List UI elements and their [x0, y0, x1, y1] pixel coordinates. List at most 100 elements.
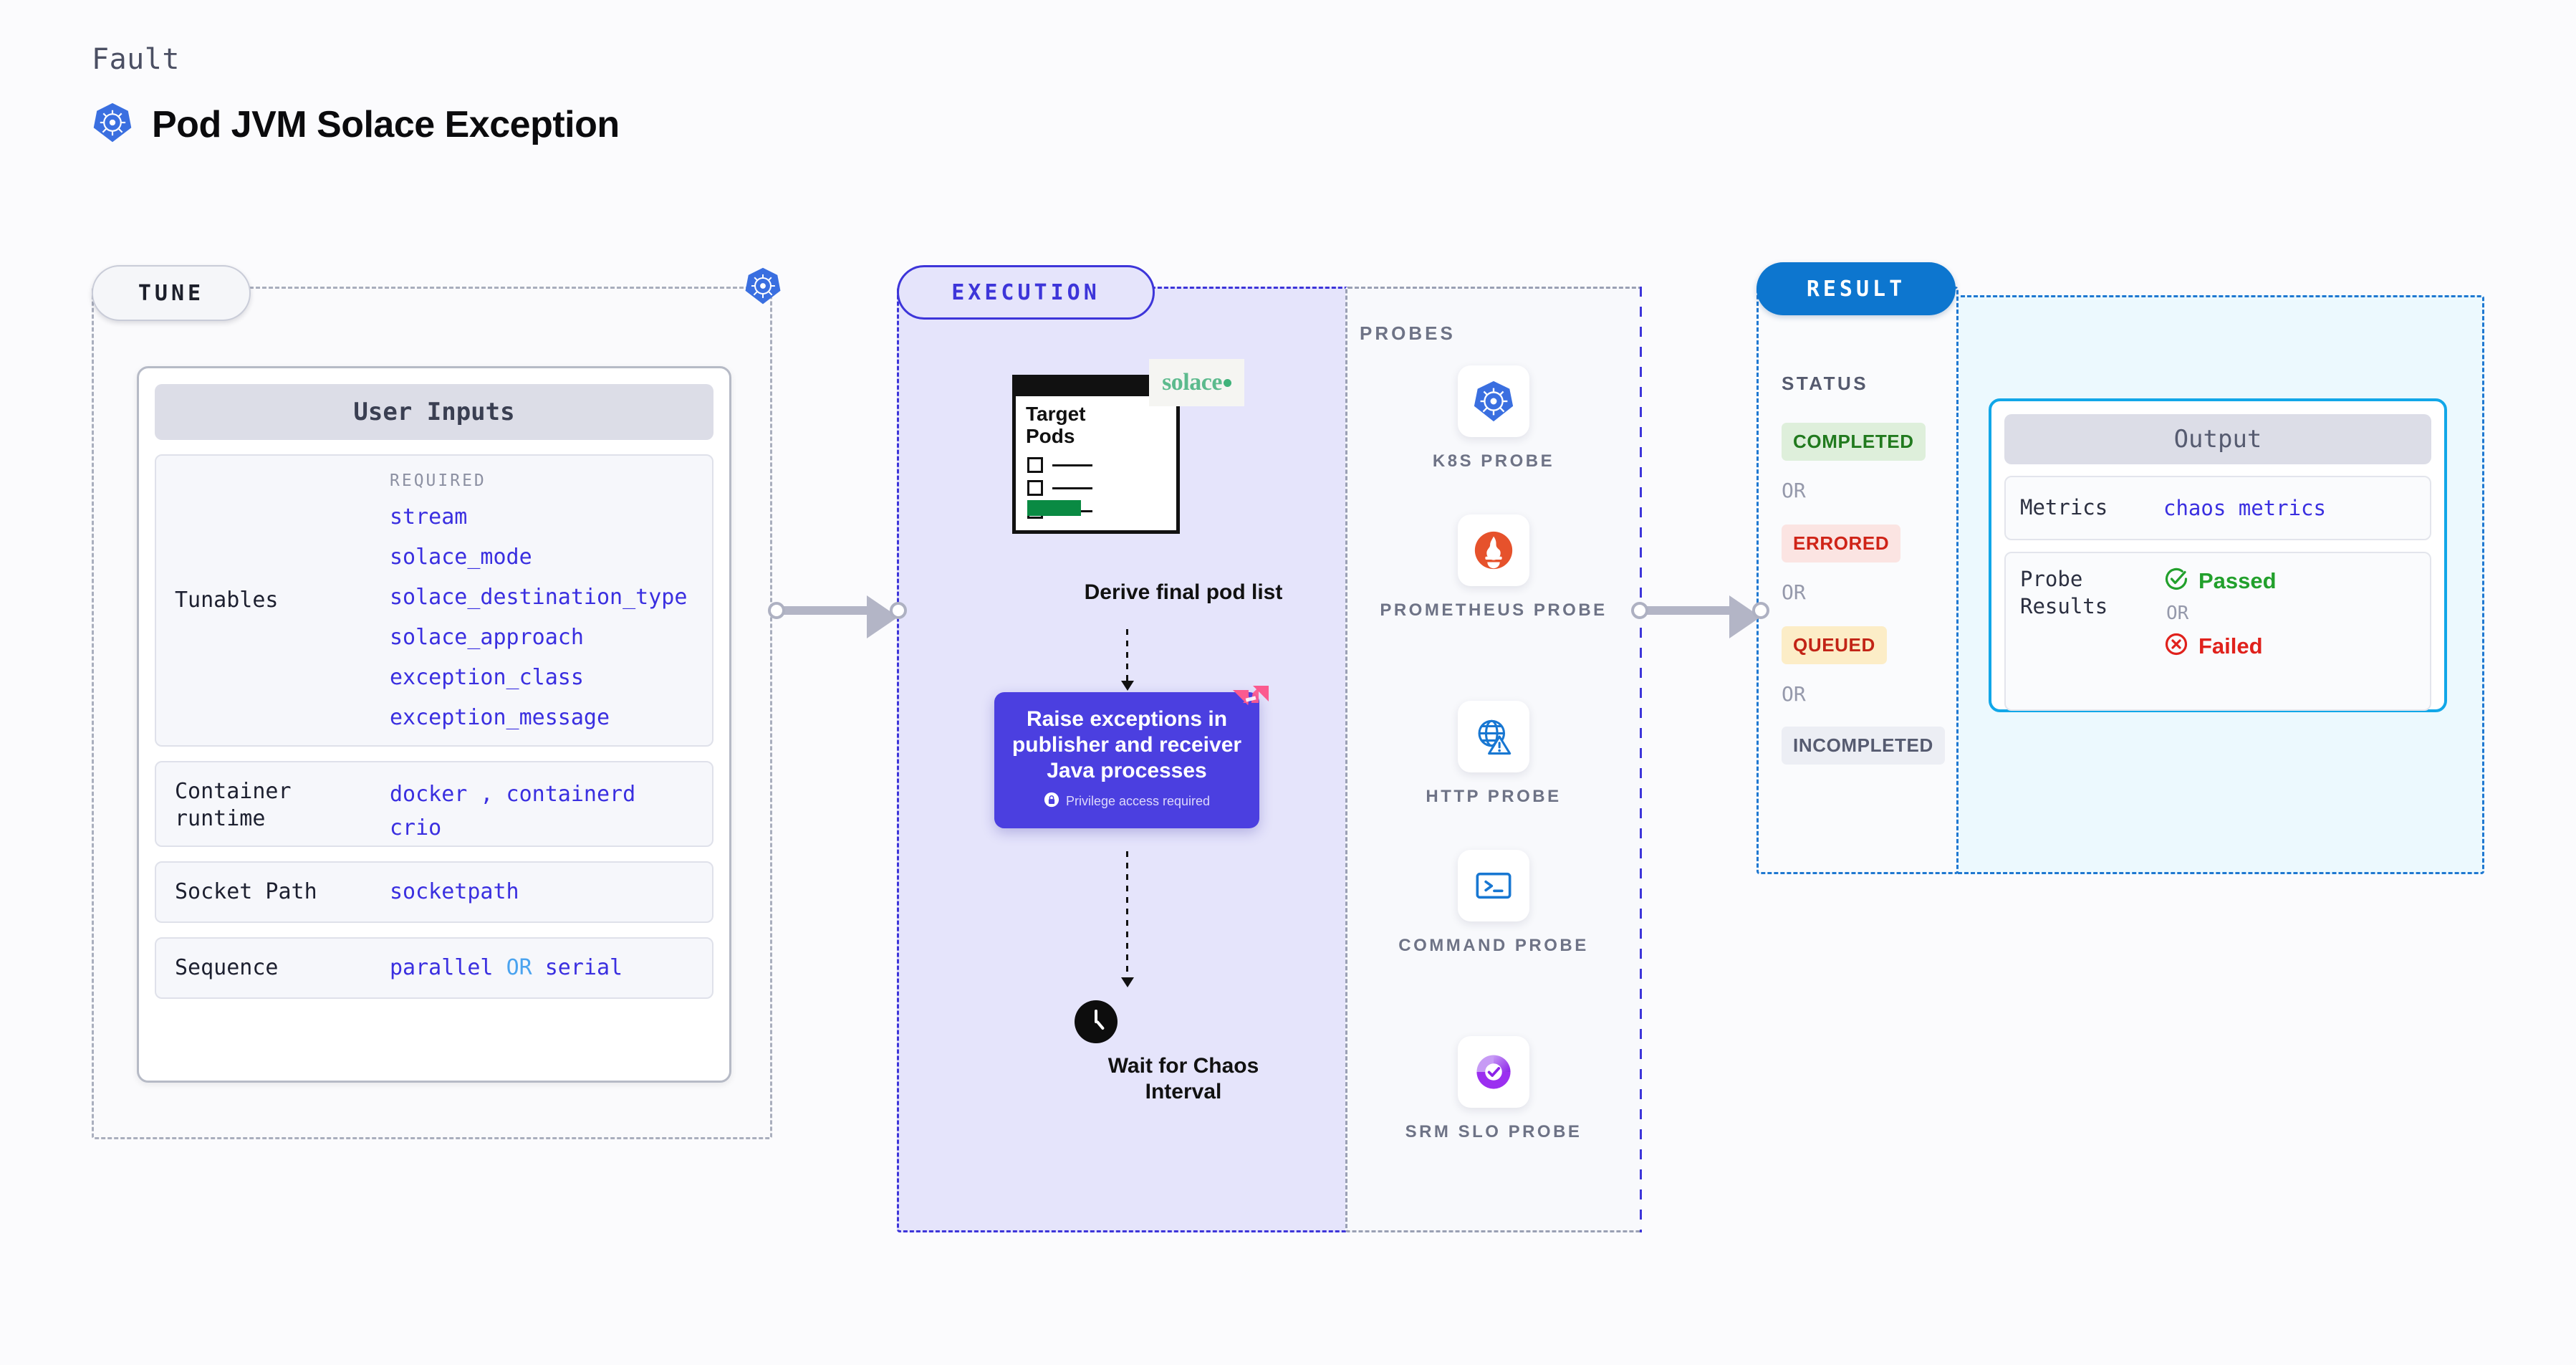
status-badge-completed: COMPLETED	[1782, 423, 1926, 461]
socket-path-values: socketpath	[390, 876, 693, 909]
tunable-exception-message[interactable]: exception_message	[390, 705, 610, 730]
status-or-1: OR	[1782, 479, 1806, 502]
harness-logo	[1231, 684, 1270, 723]
output-title: Output	[2004, 414, 2431, 464]
pod-line	[1052, 464, 1092, 466]
checkbox-icon	[1027, 457, 1043, 473]
tunable-solace-destination-type[interactable]: solace_destination_type	[390, 585, 688, 610]
result-chip[interactable]: RESULT	[1756, 262, 1956, 315]
status-or-3: OR	[1782, 682, 1806, 706]
metrics-key: Metrics	[2020, 495, 2108, 520]
fault-eyebrow-label: Fault	[92, 43, 180, 76]
container-runtime-row: Container runtime docker , containerd cr…	[155, 761, 713, 847]
checkbox-icon	[1027, 480, 1043, 496]
probe-label: HTTP PROBE	[1426, 787, 1562, 806]
probes-label: PROBES	[1360, 322, 1456, 344]
page-header: Fault Pod JVM Solace Exception	[92, 43, 620, 147]
container-runtime-key: Container runtime	[175, 779, 292, 831]
probe-label: K8S PROBE	[1432, 451, 1555, 471]
sequence-value: parallel OR serial	[390, 952, 693, 985]
probe-result-passed: Passed	[2163, 566, 2277, 595]
status-badge-queued: QUEUED	[1782, 626, 1887, 664]
sequence-or: OR	[506, 954, 532, 980]
tunables-values: REQUIRED stream solace_mode solace_desti…	[390, 471, 693, 730]
solace-logo: solace	[1149, 359, 1244, 406]
execution-chip[interactable]: EXECUTION	[897, 265, 1155, 320]
status-or-2: OR	[1782, 580, 1806, 604]
tunable-exception-class[interactable]: exception_class	[390, 665, 584, 690]
srm-slo-icon	[1458, 1036, 1529, 1108]
tunable-solace-mode[interactable]: solace_mode	[390, 545, 532, 570]
status-badge-errored: ERRORED	[1782, 525, 1901, 562]
socket-path-key: Socket Path	[175, 879, 317, 905]
sequence-serial[interactable]: serial	[544, 954, 623, 980]
tune-chip[interactable]: TUNE	[92, 265, 251, 321]
probe-srm-slo[interactable]: SRM SLO PROBE	[1360, 1036, 1628, 1144]
status-label: STATUS	[1782, 373, 1869, 394]
result-panel	[1756, 287, 1959, 874]
terminal-icon	[1458, 850, 1529, 921]
probes-panel-right-edge	[1640, 287, 1642, 1232]
kubernetes-icon	[744, 267, 782, 309]
probe-results-values: Passed OR Failed	[2163, 566, 2277, 696]
container-runtime-values: docker , containerd crio	[390, 778, 693, 840]
probe-failed-label: Failed	[2198, 633, 2263, 658]
derive-pod-list-label: Derive final pod list	[1084, 580, 1283, 604]
required-label: REQUIRED	[390, 471, 486, 490]
tunable-stream[interactable]: stream	[390, 504, 468, 530]
action-raise-exceptions[interactable]: Raise exceptions in publisher and receiv…	[994, 692, 1259, 828]
pod-list-item	[1027, 480, 1092, 496]
status-badge-incompleted: INCOMPLETED	[1782, 727, 1945, 765]
pod-progress-bar	[1027, 500, 1081, 516]
container-runtime-value-line2[interactable]: crio	[390, 815, 442, 840]
sequence-row: Sequence parallel OR serial	[155, 937, 713, 999]
arrow-derive-to-action	[1121, 629, 1134, 691]
privilege-note-text: Privilege access required	[1065, 794, 1211, 808]
kubernetes-icon	[1458, 365, 1529, 437]
output-card: Output Metrics chaos metrics Probe Resul…	[1989, 398, 2447, 712]
check-circle-icon	[2163, 566, 2189, 595]
tunables-key: Tunables	[175, 588, 279, 613]
probe-k8s[interactable]: K8S PROBE	[1360, 365, 1628, 473]
user-inputs-card: User Inputs Tunables REQUIRED stream sol…	[137, 366, 731, 1083]
page-title: Pod JVM Solace Exception	[152, 103, 620, 145]
user-inputs-title: User Inputs	[155, 384, 713, 440]
wait-chaos-interval-label: Wait for Chaos Interval	[1107, 1054, 1259, 1103]
probe-http[interactable]: HTTP PROBE	[1360, 701, 1628, 808]
target-pods-title: Target Pods	[1026, 403, 1086, 448]
privilege-note-row: Privilege access required	[1007, 792, 1246, 811]
probe-label: PROMETHEUS PROBE	[1380, 600, 1607, 620]
pod-line	[1052, 487, 1092, 489]
clock-icon	[1075, 1000, 1118, 1043]
probe-command[interactable]: COMMAND PROBE	[1360, 850, 1628, 957]
pod-list-item	[1027, 457, 1092, 473]
tune-panel: User Inputs Tunables REQUIRED stream sol…	[92, 287, 772, 1139]
probe-result-failed: Failed	[2163, 631, 2277, 661]
solace-wordmark: solace	[1162, 369, 1222, 396]
tunable-solace-approach[interactable]: solace_approach	[390, 625, 584, 650]
sequence-values: parallel OR serial	[390, 952, 693, 985]
action-text: Raise exceptions in publisher and receiv…	[1011, 707, 1242, 782]
x-circle-icon	[2163, 631, 2189, 661]
sequence-parallel[interactable]: parallel	[390, 954, 494, 980]
metrics-row: Metrics chaos metrics	[2004, 476, 2431, 540]
solace-dot-icon	[1223, 378, 1231, 387]
title-row: Pod JVM Solace Exception	[92, 102, 620, 147]
prometheus-icon	[1458, 514, 1529, 586]
socket-path-row: Socket Path socketpath	[155, 861, 713, 923]
tunables-row: Tunables REQUIRED stream solace_mode sol…	[155, 454, 713, 747]
socket-path-value[interactable]: socketpath	[390, 878, 519, 904]
kubernetes-icon	[92, 102, 133, 147]
arrow-action-to-wait	[1121, 851, 1134, 987]
globe-warning-icon	[1458, 701, 1529, 772]
probe-results-key: Probe Results	[2020, 567, 2108, 618]
sequence-key: Sequence	[175, 955, 279, 981]
lock-icon	[1044, 792, 1059, 811]
probe-prometheus[interactable]: PROMETHEUS PROBE	[1360, 514, 1628, 622]
probe-passed-label: Passed	[2198, 567, 2277, 593]
container-runtime-value-line1[interactable]: docker , containerd	[390, 782, 636, 807]
metrics-value[interactable]: chaos metrics	[2163, 496, 2326, 520]
probe-results-row: Probe Results Passed OR	[2004, 552, 2431, 711]
probe-label: SRM SLO PROBE	[1405, 1122, 1582, 1141]
probe-result-or: OR	[2166, 603, 2189, 624]
